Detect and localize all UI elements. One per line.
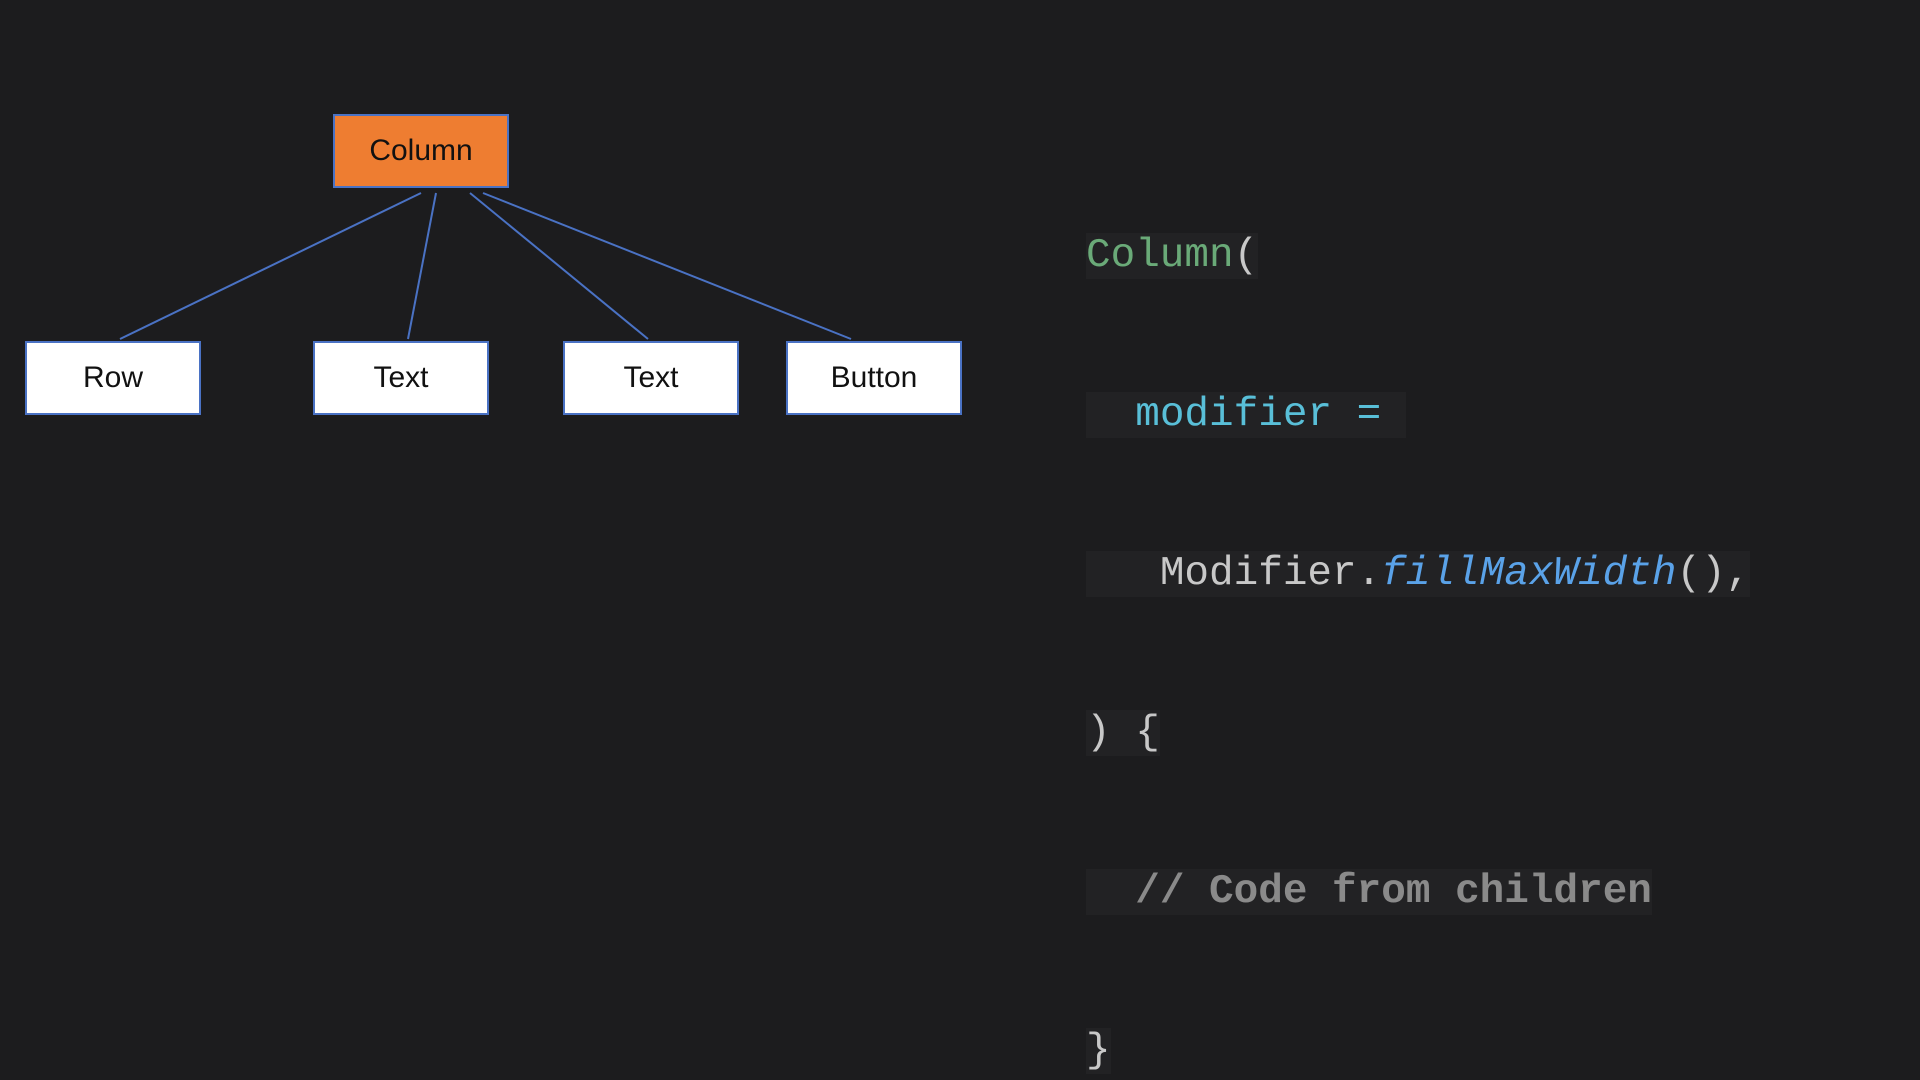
root-node-label: Column [369,134,473,167]
child-node-label: Text [623,361,679,394]
code-line-5: // Code from children [1086,866,1750,919]
code-method-fillmaxwidth: fillMaxWidth [1381,551,1677,597]
child-node-row: Row [25,341,201,415]
code-line-2: modifier = [1086,389,1750,442]
child-node-label: Row [82,361,143,394]
code-line-4: ) { [1086,707,1750,760]
code-close-brace: } [1086,1028,1111,1074]
connector-to-row [119,192,422,340]
code-class-name: Column [1086,233,1234,279]
child-node-button: Button [786,341,962,415]
root-node-column: Column [333,114,509,188]
code-modifier-object: Modifier. [1159,551,1382,597]
code-line-6: } [1086,1025,1750,1078]
code-close-paren-brace: ) { [1086,710,1160,756]
code-indent [1086,392,1136,438]
code-line-1: Column( [1086,230,1750,283]
connector-to-text-1 [407,192,437,340]
child-node-text-1: Text [313,341,489,415]
code-snippet: Column( modifier = Modifier.fillMaxWidth… [1086,124,1751,1080]
child-node-text-2: Text [563,341,739,415]
code-indent [1086,869,1136,915]
code-indent [1086,551,1160,597]
code-comment: // Code from children [1135,869,1652,915]
child-node-label: Button [830,361,918,394]
child-node-label: Text [373,361,429,394]
code-call-parens: (), [1676,551,1751,597]
code-line-3: Modifier.fillMaxWidth(), [1086,548,1751,601]
code-param-modifier: modifier = [1135,392,1382,438]
connector-to-button [482,192,852,340]
code-open-paren: ( [1233,233,1259,279]
connector-to-text-2 [469,192,649,340]
